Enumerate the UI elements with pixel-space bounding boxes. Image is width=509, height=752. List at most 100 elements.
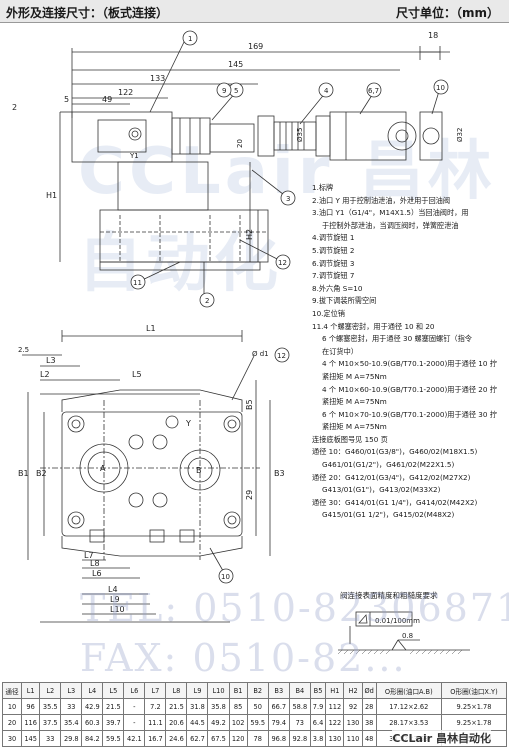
table-cell: 102 <box>228 714 248 731</box>
note: 4 个 M10×50-10.9(GB/T70.1-2000)用于通径 10 拧 <box>322 359 497 369</box>
header-unit: 尺寸单位：（mm） <box>395 6 499 20</box>
port-a: A <box>100 464 106 473</box>
note: 9.拔下调装所需空间 <box>312 296 377 306</box>
note: 通径 30：G414/01(G1 1/4")，G414/02(M42X2) <box>312 497 478 507</box>
table-cell: 28.17×3.53 <box>375 714 442 731</box>
flatness-value: 0.01/100mm <box>375 617 420 625</box>
balloon-1: 1 <box>188 35 192 43</box>
col-header: B2 <box>246 682 269 699</box>
header-title: 外形及连接尺寸：（板式连接） <box>6 6 169 20</box>
balloon-10-plan: 10 <box>221 573 230 581</box>
dim-l7: L7 <box>84 551 94 560</box>
dim-169: 169 <box>248 42 263 51</box>
dim-b2: B2 <box>36 469 47 478</box>
dim-49: 49 <box>102 95 112 104</box>
port-y: Y <box>185 419 191 428</box>
balloon-4: 4 <box>324 87 329 95</box>
brand-watermark: CCLair 昌林自动化 <box>78 135 496 301</box>
col-header: B3 <box>267 682 290 699</box>
note: 4.调节旋钮 1 <box>312 233 355 243</box>
plan-view <box>22 330 271 623</box>
table-cell: 85 <box>228 698 248 715</box>
balloon-5: 5 <box>234 87 238 95</box>
col-header: L9 <box>186 682 209 699</box>
table-cell: 145 <box>21 730 41 747</box>
page-header: 外形及连接尺寸：（板式连接） 尺寸单位：（mm） <box>0 0 509 23</box>
dim-l3: L3 <box>46 356 56 365</box>
dim-b3: B3 <box>274 469 285 478</box>
table-cell: 7.2 <box>144 698 167 715</box>
roughness-value: 0.8 <box>402 632 413 640</box>
dim-122: 122 <box>118 88 133 97</box>
table-cell: 92.8 <box>288 730 311 747</box>
table-cell: 10 <box>1 698 23 715</box>
table-cell: 48 <box>361 730 377 747</box>
dim-l4: L4 <box>108 585 118 594</box>
balloon-10: 10 <box>436 84 445 92</box>
note: 紧扭矩 M A=75Nm <box>322 397 387 407</box>
note: G461/01(G1/2")，G461/02(M22X1.5) <box>322 460 455 470</box>
table-cell: 130 <box>343 714 363 731</box>
table-cell: 11.1 <box>144 714 167 731</box>
dim-5: 5 <box>64 95 69 104</box>
table-cell: 33 <box>39 730 62 747</box>
note: 1.标牌 <box>312 183 334 192</box>
table-cell: 35.5 <box>39 698 62 715</box>
table-row: 10 96 35.5 33 42.9 21.5 - 7.2 21.5 31.8 … <box>1 698 508 715</box>
table-cell: 21.5 <box>165 698 188 715</box>
table-cell: 44.5 <box>186 714 209 731</box>
table-cell: 62.7 <box>186 730 209 747</box>
watermark-fax: FAX: 0510-82... <box>80 636 407 680</box>
table-cell: 35.4 <box>60 714 83 731</box>
table-cell: 130 <box>325 730 345 747</box>
balloon-11: 11 <box>133 279 142 287</box>
col-header: L4 <box>81 682 104 699</box>
balloon-9: 9 <box>222 87 226 95</box>
table-cell: 96.8 <box>267 730 290 747</box>
table-cell: 17.12×2.62 <box>375 698 442 715</box>
note: 紧扭矩 M A=75Nm <box>322 422 387 432</box>
table-cell: 67.5 <box>207 730 230 747</box>
dimension-table: 通径 L1 L2 L3 L4 L5 L6 L7 L8 L9 L10 B1 B2 … <box>1 682 508 747</box>
table-cell: 92 <box>343 698 363 715</box>
table-cell: 30 <box>1 730 23 747</box>
table-cell: 120 <box>228 730 248 747</box>
col-header: L7 <box>144 682 167 699</box>
table-cell: 96 <box>21 698 41 715</box>
table-cell: 20 <box>1 714 23 731</box>
table-cell: 42.1 <box>123 730 146 747</box>
col-header: 通径 <box>1 682 23 699</box>
note: 于控制外部泄油，当调压阀时，弹簧腔泄油 <box>322 220 459 230</box>
note: 连接底板图号见 150 页 <box>312 434 388 444</box>
note: 5.调节旋钮 2 <box>312 245 355 255</box>
table-cell: 59.5 <box>246 714 269 731</box>
dim-2-5: 2.5 <box>18 346 29 354</box>
dim-h1: H1 <box>46 191 57 200</box>
table-cell: 49.2 <box>207 714 230 731</box>
col-header: B1 <box>228 682 248 699</box>
balloon-3: 3 <box>286 195 290 203</box>
table-cell: 35.8 <box>207 698 230 715</box>
col-header: O形圈(油口A.B) <box>375 682 442 699</box>
table-cell: 28 <box>361 698 377 715</box>
col-header: Ød <box>361 682 377 699</box>
table-cell: 84.2 <box>81 730 104 747</box>
col-header: L8 <box>165 682 188 699</box>
table-cell: 20.6 <box>165 714 188 731</box>
note: 3.油口 Y1（G1/4"，M14X1.5）当回油阀时，用 <box>312 208 469 218</box>
dim-b5: B5 <box>245 399 254 410</box>
surface-title: 阀连接表面精度和粗糙度要求 <box>340 591 438 600</box>
note: 紧扭矩 M A=75Nm <box>322 371 387 381</box>
note: 7.调节旋钮 7 <box>312 271 355 281</box>
note: 8.外六角 S=10 <box>312 283 363 293</box>
table-cell: 66.7 <box>267 698 290 715</box>
table-cell: - <box>123 698 146 715</box>
table-cell: 33 <box>60 698 83 715</box>
note: G413/01(G1")，G413/02(M33X2) <box>322 485 441 495</box>
dim-l10: L10 <box>110 605 125 614</box>
note: 11.4 个螺塞密封，用于通径 10 和 20 <box>312 321 435 331</box>
table-cell: 6.4 <box>309 714 327 731</box>
note: 在订货中） <box>322 346 358 356</box>
col-header: B4 <box>288 682 311 699</box>
